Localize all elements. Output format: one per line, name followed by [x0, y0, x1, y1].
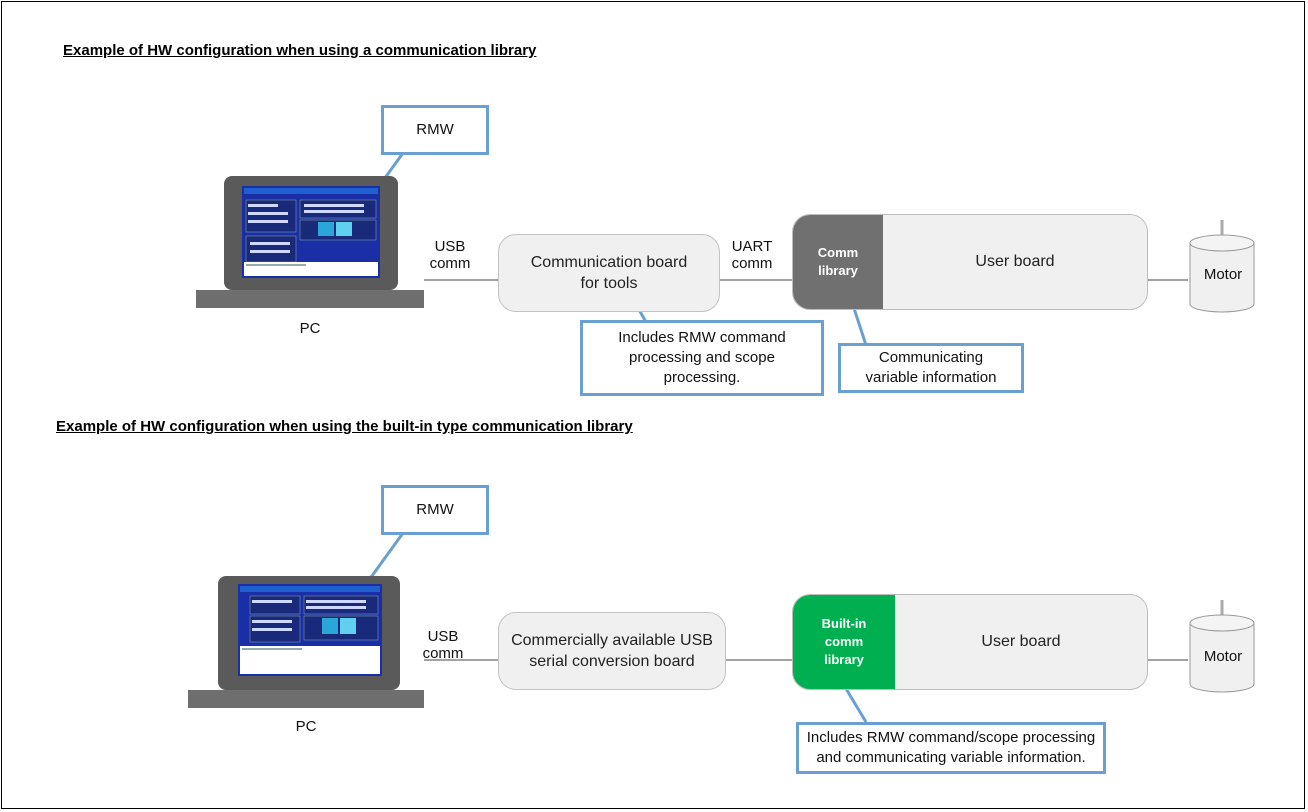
- user-board-bottom: Built-in comm library User board: [792, 594, 1148, 690]
- callout-line1: Communicating: [878, 349, 984, 366]
- usb-label: USB: [427, 628, 459, 645]
- motor-label-top: Motor: [1203, 266, 1243, 283]
- usb-comm-label-top: USB comm: [425, 238, 475, 272]
- pc-label-top: PC: [299, 320, 321, 337]
- uart-comm-label: UART comm: [722, 238, 782, 272]
- rmw-label: RMW: [416, 501, 454, 518]
- callout-line1: Includes RMW command/scope processing: [806, 729, 1096, 746]
- comm-label: comm: [429, 255, 471, 272]
- usb-serial-conversion-board: Commercially available USB serial conver…: [498, 612, 726, 690]
- conv-board-line2: serial conversion board: [529, 653, 695, 670]
- usb-comm-label-bottom: USB comm: [418, 628, 468, 662]
- callout-board-processing: Includes RMW command processing and scop…: [580, 320, 824, 396]
- callout-line2: processing and scope: [629, 349, 775, 366]
- lib-line1: Built-in: [821, 616, 867, 631]
- rmw-label: RMW: [416, 121, 454, 138]
- lib-line1: Comm: [817, 245, 859, 260]
- user-board-label: User board: [981, 633, 1061, 650]
- motor-label-bottom: Motor: [1203, 648, 1243, 665]
- comm-library-block: Comm library: [793, 215, 883, 309]
- user-board-label: User board: [975, 253, 1055, 270]
- callout-variable-info: Communicating variable information: [838, 343, 1024, 393]
- usb-label: USB: [434, 238, 466, 255]
- user-board-top: Comm library User board: [792, 214, 1148, 310]
- communication-board-for-tools: Communication board for tools: [498, 234, 720, 312]
- rmw-callout-top: RMW: [381, 105, 489, 155]
- lib-line2: comm: [824, 634, 864, 649]
- callout-line3: processing.: [663, 369, 741, 386]
- lib-line3: library: [824, 652, 864, 667]
- comm-label: comm: [731, 255, 773, 272]
- conv-board-line1: Commercially available USB: [511, 632, 713, 649]
- builtin-comm-library-block: Built-in comm library: [793, 595, 895, 689]
- lib-line2: library: [818, 263, 858, 278]
- callout-line1: Includes RMW command: [618, 329, 786, 346]
- comm-board-line2: for tools: [580, 275, 638, 292]
- comm-board-line1: Communication board: [530, 254, 688, 271]
- callout-line2: variable information: [865, 369, 997, 386]
- comm-label: comm: [422, 645, 464, 662]
- bottom-section-title: Example of HW configuration when using t…: [56, 418, 633, 435]
- callout-line2: and communicating variable information.: [816, 749, 1086, 766]
- pc-label-bottom: PC: [295, 718, 317, 735]
- uart-label: UART: [731, 238, 773, 255]
- rmw-callout-bottom: RMW: [381, 485, 489, 535]
- callout-builtin-processing: Includes RMW command/scope processing an…: [796, 722, 1106, 774]
- top-section-title: Example of HW configuration when using a…: [63, 42, 537, 59]
